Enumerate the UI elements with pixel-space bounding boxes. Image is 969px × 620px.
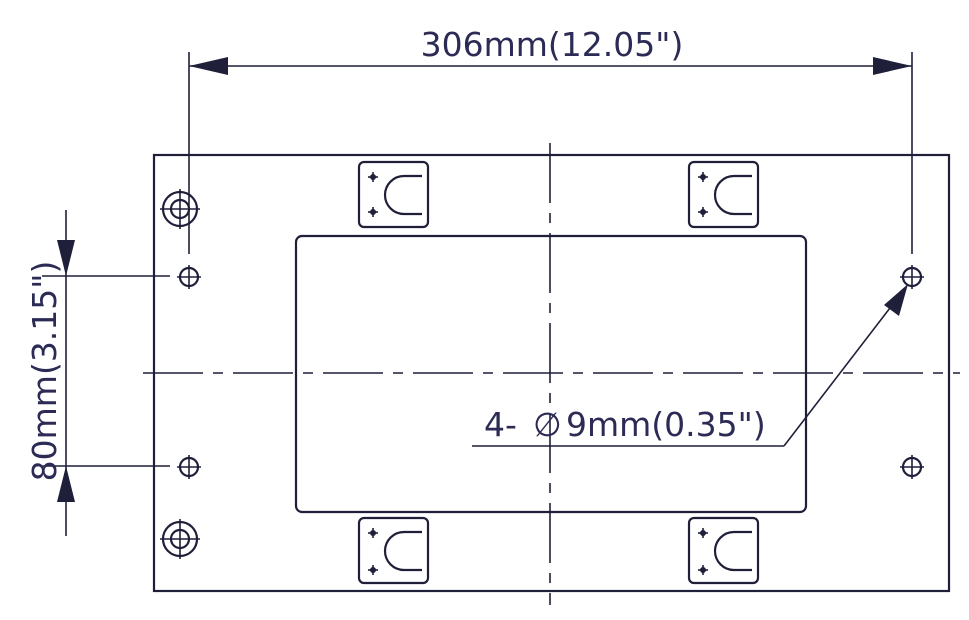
mounting-hole-top-right bbox=[900, 265, 924, 289]
height-dimension: 80mm(3.15") bbox=[25, 210, 170, 536]
arrowhead-left bbox=[189, 57, 228, 75]
latch-bottom-right bbox=[687, 516, 760, 585]
latch-bottom-left bbox=[357, 516, 430, 585]
hole-callout: 4- ∅ 9mm(0.35") bbox=[472, 284, 908, 447]
width-dimension: 306mm(12.05") bbox=[188, 25, 913, 254]
arrowhead-up bbox=[57, 240, 75, 276]
counterbore-hole-bottom-left bbox=[160, 519, 200, 559]
hole-count-label: 4- bbox=[484, 405, 517, 444]
height-label: 80mm(3.15") bbox=[25, 261, 64, 482]
arrowhead-down bbox=[57, 466, 75, 502]
mounting-hole-bottom-left bbox=[177, 455, 201, 479]
hole-size-label: 9mm(0.35") bbox=[566, 405, 766, 444]
latch-top-right bbox=[687, 160, 760, 229]
counterbore-hole-top-left bbox=[160, 189, 200, 229]
diameter-symbol: ∅ bbox=[533, 405, 562, 444]
leader-arrowhead bbox=[884, 284, 908, 316]
width-label: 306mm(12.05") bbox=[421, 25, 684, 64]
mounting-hole-top-left bbox=[177, 265, 201, 289]
center-cutout bbox=[294, 234, 808, 514]
latch-top-left bbox=[357, 160, 430, 229]
arrowhead-right bbox=[873, 57, 912, 75]
mounting-hole-bottom-right bbox=[900, 455, 924, 479]
